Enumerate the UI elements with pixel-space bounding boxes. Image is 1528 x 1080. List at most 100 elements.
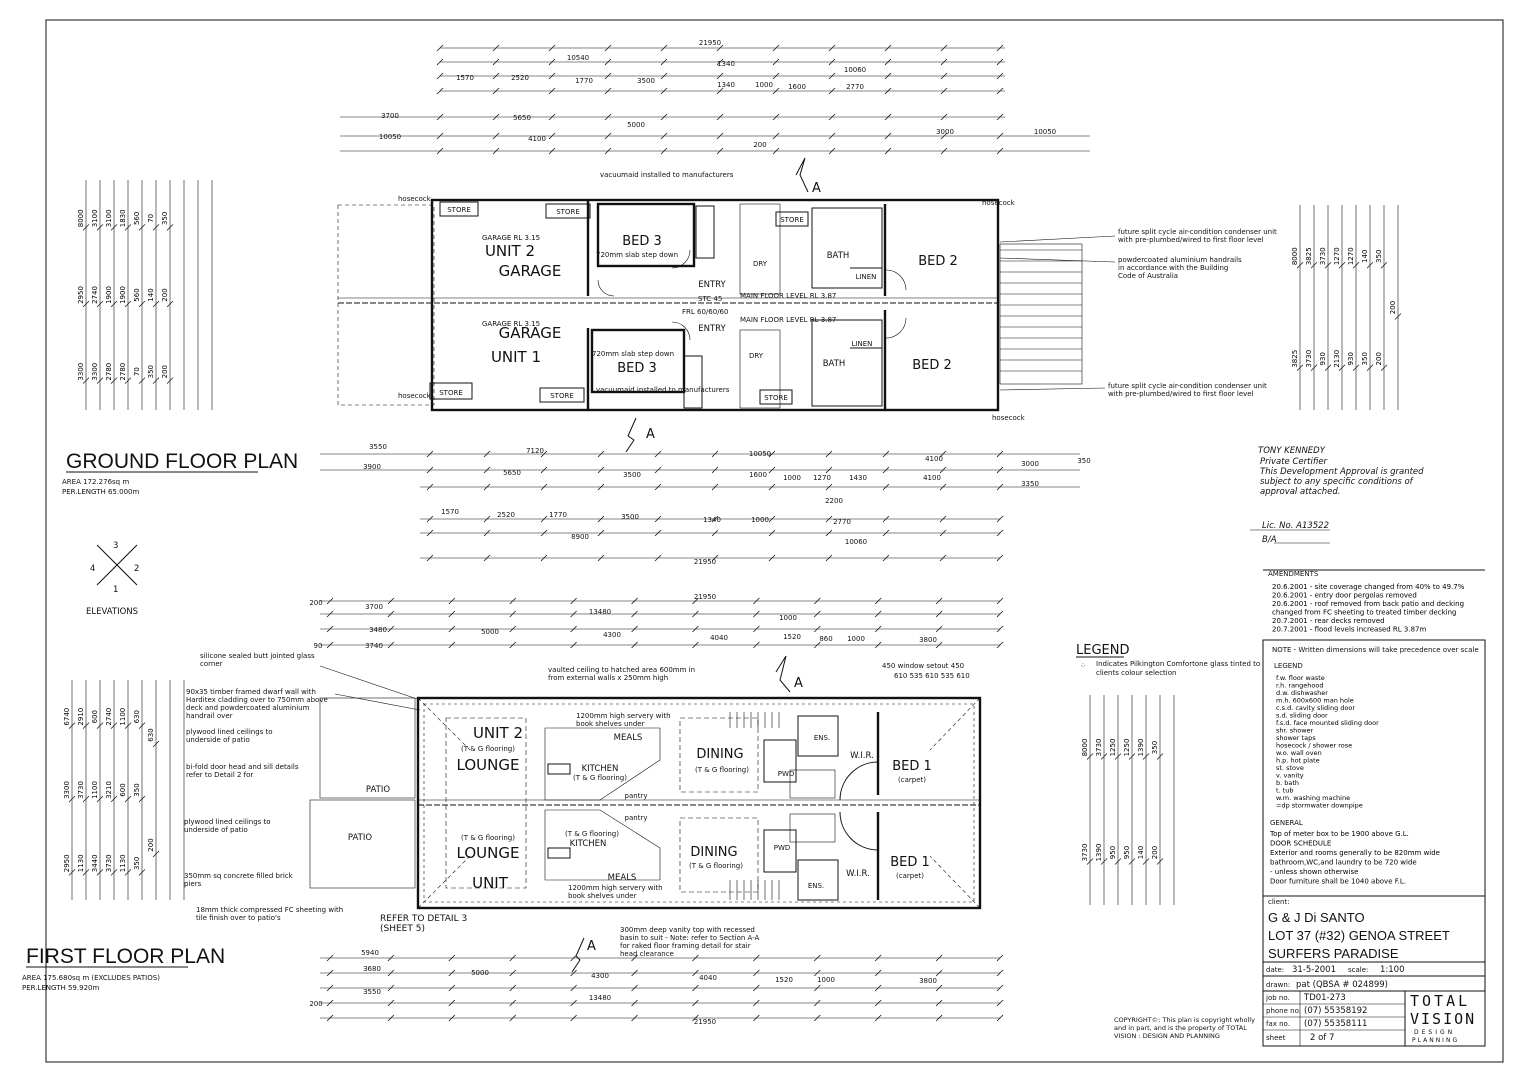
dim-tick bbox=[96, 377, 104, 384]
dim-tick bbox=[426, 483, 434, 491]
legend-row: d.w. dishwasher bbox=[1276, 689, 1328, 697]
ff-dim: 5000 bbox=[471, 969, 489, 977]
dim-tick bbox=[716, 113, 724, 121]
side-dim: 3730 bbox=[1095, 739, 1103, 757]
side-dim: 200 bbox=[1375, 352, 1383, 365]
dim-tick bbox=[874, 984, 882, 992]
dim-tick bbox=[436, 44, 444, 52]
certifier-line: subject to any specific conditions of bbox=[1260, 477, 1415, 487]
dim-tick bbox=[152, 300, 160, 308]
dim-tick bbox=[387, 610, 395, 618]
dim-tick bbox=[436, 58, 444, 66]
dim-tick bbox=[492, 87, 500, 95]
gf-dim: 350 bbox=[1077, 457, 1090, 465]
dim-tick bbox=[492, 132, 500, 140]
ff-note-fc: 18mm thick compressed FC sheeting with t… bbox=[196, 906, 344, 922]
dim-tick bbox=[110, 224, 118, 231]
tb-copyright: COPYRIGHT©: This plan is copyright wholl… bbox=[1114, 1016, 1255, 1040]
gf-dim: 3500 bbox=[637, 77, 655, 85]
dim-tick bbox=[152, 850, 160, 858]
gf-dim: 3500 bbox=[623, 471, 641, 479]
certifier-line: approval attached. bbox=[1260, 487, 1340, 497]
dim-tick bbox=[448, 625, 456, 633]
gf-dim: 3000 bbox=[936, 128, 954, 136]
general-row: - unless shown otherwise bbox=[1270, 868, 1358, 876]
notes-legend-title: LEGEND bbox=[1274, 662, 1303, 670]
ff-room-pwd-top: PWD bbox=[778, 770, 795, 778]
certifier-name: TONY KENNEDY bbox=[1258, 446, 1326, 456]
legend-row: b. bath bbox=[1276, 779, 1299, 787]
side-dim: 350 bbox=[133, 783, 141, 796]
dim-tick bbox=[509, 610, 517, 618]
ff-room-dining-bot: DINING bbox=[690, 845, 737, 860]
side-dim: 3730 bbox=[1081, 844, 1089, 862]
dim-tick bbox=[716, 132, 724, 140]
dim-tick bbox=[604, 87, 612, 95]
dim-tick bbox=[996, 999, 1004, 1007]
gf-note-vacuumaid: vacuumaid installed to manufacturers bbox=[596, 386, 730, 394]
gf-dimension-lines-bottom bbox=[320, 450, 1080, 562]
dim-tick bbox=[326, 984, 334, 992]
dim-tick bbox=[768, 515, 776, 523]
dim-tick bbox=[631, 969, 638, 977]
legend-row: m.h. 600x600 man hole bbox=[1276, 697, 1354, 705]
dim-tick bbox=[1100, 753, 1108, 760]
dim-tick bbox=[124, 795, 132, 803]
ff-room-wir-bot: W.I.R. bbox=[846, 869, 870, 879]
ff-section-mark-a: A bbox=[794, 676, 803, 691]
dim-tick bbox=[753, 597, 760, 605]
gf-area: AREA 172.276sq m bbox=[62, 478, 129, 486]
side-dim: 1250 bbox=[1109, 739, 1117, 757]
gf-dim: 4100 bbox=[923, 474, 941, 482]
dim-tick bbox=[448, 984, 456, 992]
side-dim: 200 bbox=[147, 838, 155, 851]
dim-tick bbox=[935, 625, 943, 633]
dim-tick bbox=[882, 450, 890, 458]
dim-tick bbox=[124, 869, 132, 876]
side-dim: 3300 bbox=[63, 781, 71, 799]
side-dim: 2910 bbox=[77, 708, 85, 726]
tb-drawn: pat (QBSA # 024899) bbox=[1296, 980, 1388, 990]
dim-tick bbox=[124, 722, 132, 729]
dim-tick bbox=[570, 984, 577, 992]
elevations-label: ELEVATIONS bbox=[86, 607, 138, 617]
side-dim: 70 bbox=[147, 214, 155, 223]
ff-note-window-dims: 610 535 610 535 610 bbox=[894, 672, 970, 680]
dim-tick bbox=[138, 869, 146, 876]
dim-tick bbox=[110, 795, 118, 803]
dim-tick bbox=[711, 554, 719, 562]
notes-note: NOTE - Written dimensions will take prec… bbox=[1272, 646, 1479, 654]
dim-tick bbox=[509, 625, 517, 633]
first-floor-title: FIRST FLOOR PLAN bbox=[26, 945, 225, 968]
dim-tick bbox=[604, 147, 612, 155]
dim-tick bbox=[882, 466, 890, 474]
dim-tick bbox=[711, 529, 719, 537]
ff-room-unit-bot: UNIT bbox=[472, 874, 509, 892]
dim-tick bbox=[692, 625, 699, 633]
gf-room-entry-bot: ENTRY bbox=[698, 324, 726, 334]
gf-room-garage-1: GARAGE bbox=[499, 324, 562, 342]
dim-tick bbox=[166, 377, 174, 384]
gf-dim: 2520 bbox=[511, 74, 529, 82]
dim-tick bbox=[540, 554, 548, 562]
side-dim: 2740 bbox=[105, 708, 113, 726]
dim-tick bbox=[940, 58, 948, 66]
dim-tick bbox=[124, 377, 132, 384]
dim-tick bbox=[96, 795, 104, 803]
dim-tick bbox=[716, 147, 724, 155]
dim-tick bbox=[996, 529, 1004, 537]
gf-dim: 1430 bbox=[849, 474, 867, 482]
dim-tick bbox=[570, 954, 577, 962]
side-dim: 200 bbox=[161, 288, 169, 301]
gf-room-bed2-top: BED 2 bbox=[918, 254, 958, 269]
dim-tick bbox=[483, 554, 491, 562]
side-dim: 930 bbox=[1319, 352, 1327, 365]
gf-room-bath-bot: BATH bbox=[823, 359, 846, 369]
dim-tick bbox=[597, 483, 605, 491]
ff-room-ens-bot: ENS. bbox=[808, 882, 824, 890]
tb-sheet: 2 of 7 bbox=[1310, 1033, 1334, 1043]
dim-tick bbox=[1128, 858, 1136, 865]
side-dim: 3825 bbox=[1305, 247, 1313, 265]
dim-tick bbox=[82, 224, 90, 231]
dim-tick bbox=[387, 597, 395, 605]
